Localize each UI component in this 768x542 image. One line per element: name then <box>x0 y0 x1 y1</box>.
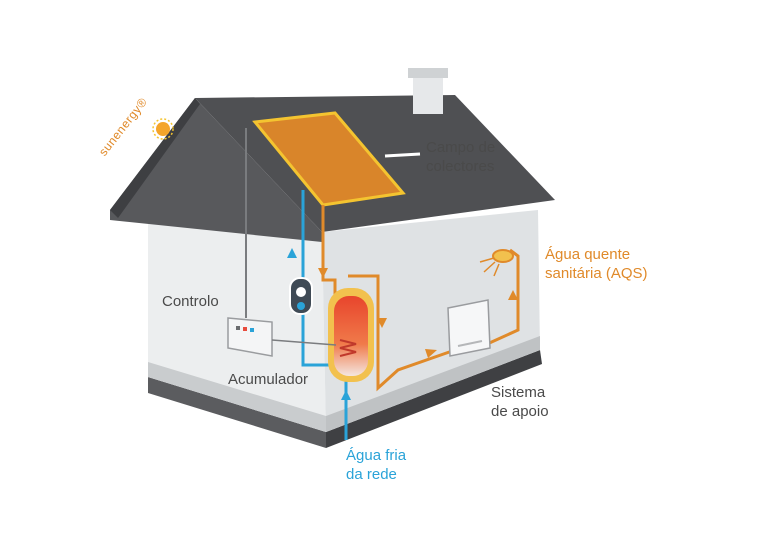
hot-pipe-solar <box>321 205 337 295</box>
arrow-up-backup <box>508 290 518 300</box>
controller-led-1 <box>236 326 240 330</box>
arrow-up-mains <box>341 390 351 400</box>
hot-pipe-loop <box>348 274 456 392</box>
arrow-right-pipe <box>425 349 437 358</box>
controller-cable <box>271 339 337 346</box>
solar-panel <box>252 111 406 207</box>
label-controlo: Controlo <box>162 293 219 310</box>
arrow-down-hot <box>318 268 328 278</box>
label-acumulador: Acumulador <box>228 371 309 388</box>
front-wall-band <box>326 336 540 432</box>
chimney-cap <box>408 68 448 78</box>
tank-coil <box>339 339 357 357</box>
boiler-line <box>457 340 483 347</box>
hot-pipe-to-shower <box>484 248 520 347</box>
storage-tank <box>334 296 368 376</box>
controller-led-3 <box>250 328 254 332</box>
roof-left-edge <box>110 98 200 218</box>
house-base-front <box>326 350 542 448</box>
backup-boiler <box>447 299 491 357</box>
pump-lower-icon <box>297 302 305 310</box>
cold-pipe-solar <box>301 190 330 367</box>
chimney <box>413 76 443 114</box>
sun-logo-icon <box>152 118 174 140</box>
shower-head-icon <box>492 249 514 263</box>
shower-spray-icon <box>479 257 500 277</box>
roof-eave-left <box>110 98 322 242</box>
arrow-down-tank <box>377 318 387 328</box>
arrow-up-cold <box>287 248 297 258</box>
left-wall-band <box>148 362 326 432</box>
house-base-left <box>148 377 326 448</box>
panel-leader-line <box>384 152 421 158</box>
pump-gear-icon <box>294 285 308 299</box>
controller-led-2 <box>243 327 247 331</box>
